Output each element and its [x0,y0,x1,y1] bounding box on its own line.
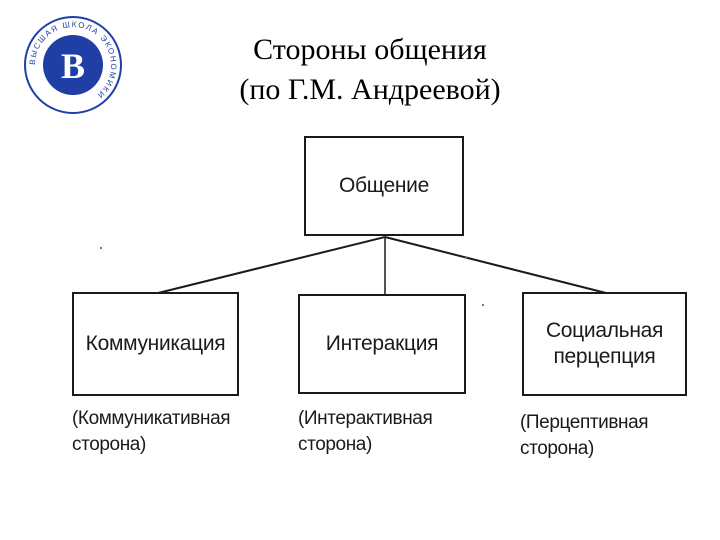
root-node-label: Общение [339,174,429,197]
note-line: (Перцептивная [520,412,649,433]
child-node-label: Социальная [545,319,664,342]
scan-speck [465,256,467,258]
note-line: (Интерактивная [298,408,433,429]
title-line-2: (по Г.М. Андреевой) [239,73,501,106]
slide-title: Стороны общения (по Г.М. Андреевой) [190,30,550,110]
note-line: (Коммуникативная [72,408,231,429]
note-line: сторона) [298,434,372,455]
child-node-perception: Социальная перцепция [522,292,687,396]
child-node-label: Интеракция [325,332,439,355]
logo-monogram: В [61,46,85,86]
connector-right [384,236,611,295]
title-line-1: Стороны общения [253,33,487,66]
note-line: сторона) [72,434,146,455]
child-note-perception: (Перцептивная сторона) [520,410,649,462]
connector-left [149,236,386,296]
hse-logo-icon: ВЫСШАЯ ШКОЛА ЭКОНОМИКИ В [24,16,122,114]
child-node-label: перцепция [553,345,656,368]
scan-speck [100,247,102,249]
child-note-interaction: (Интерактивная сторона) [298,406,433,458]
note-line: сторона) [520,438,594,459]
child-node-label: Коммуникация [85,332,226,355]
university-logo: ВЫСШАЯ ШКОЛА ЭКОНОМИКИ В [18,10,128,120]
child-node-communication: Коммуникация [72,292,239,396]
child-node-interaction: Интеракция [298,294,466,394]
root-node: Общение [304,136,464,236]
child-note-communication: (Коммуникативная сторона) [72,406,231,458]
scan-speck [482,304,484,306]
